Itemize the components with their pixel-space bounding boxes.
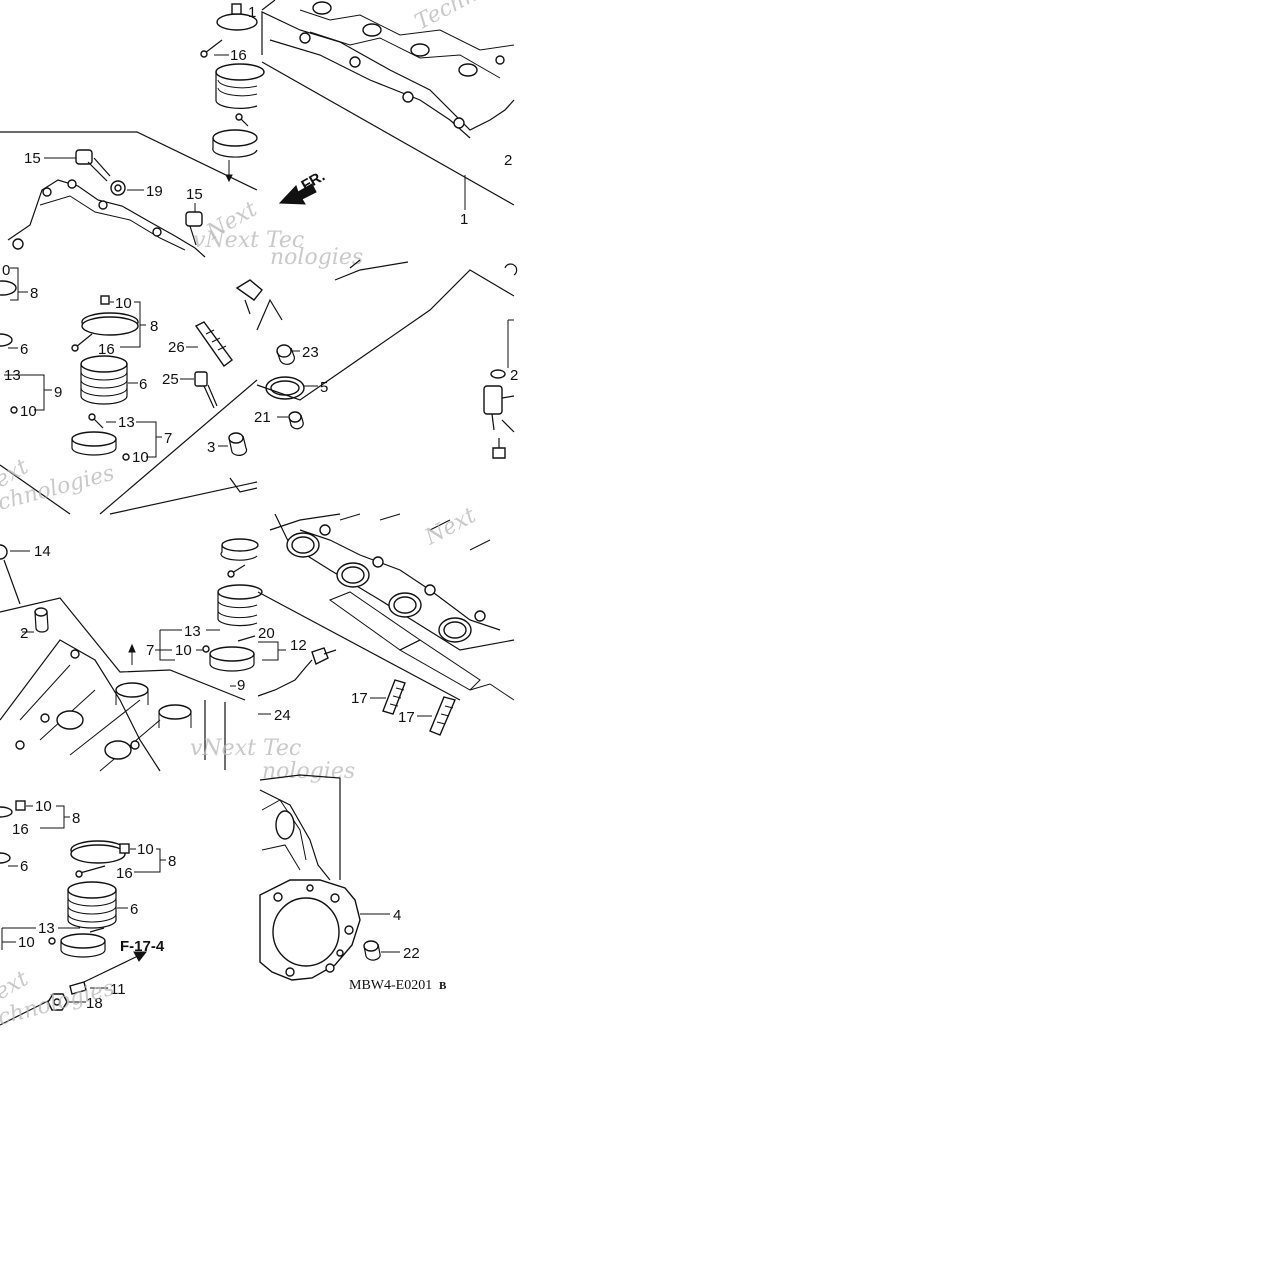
watermark: vNext Tec	[193, 228, 304, 253]
tile-intake-joints-left: nologies 0 8 6 13 9 10 10 8 16 6 13	[0, 245, 363, 516]
callout-19: 19	[146, 183, 163, 200]
callout-6-left: 6	[20, 341, 28, 358]
callout-17-right: 17	[398, 709, 415, 726]
callout-7-center: 7	[164, 430, 172, 447]
tile-intake-joints-lower: 10 8 16 6 10 8 16 6 13 10 F-17	[0, 798, 176, 1031]
callout-20: 20	[258, 625, 275, 642]
callout-26: 26	[168, 339, 185, 356]
callout-8-lower-1: 8	[72, 810, 80, 827]
callout-14: 14	[34, 543, 51, 560]
tile-cylinder-head-ports: Next 17 17	[257, 503, 515, 736]
callout-16-center: 16	[98, 341, 115, 358]
callout-10-center-bottom: 10	[132, 449, 149, 466]
callout-2-dowel: 2	[20, 625, 28, 642]
callout-3: 3	[207, 439, 215, 456]
callout-10-top: 10	[115, 295, 132, 312]
callout-partial-2: 2	[510, 367, 518, 384]
callout-10-lower-left: 10	[20, 403, 37, 420]
callout-15-left: 15	[24, 150, 41, 167]
callout-7-front: 7	[146, 642, 154, 659]
callout-1: 1	[460, 211, 468, 228]
callout-8-center: 8	[150, 318, 158, 335]
callout-10-lower-2: 10	[137, 841, 154, 858]
watermark: Techno	[411, 0, 493, 35]
callout-9: 9	[54, 384, 62, 401]
diagram-reference-suffix: B	[439, 980, 447, 992]
callout-22: 22	[403, 945, 420, 962]
callout-5: 5	[320, 379, 328, 396]
tile-intake-joint-upper-left: 1 16 15 19 15	[0, 3, 304, 258]
callout-21: 21	[254, 409, 271, 426]
callout-9-front: 9	[237, 677, 245, 694]
callout-23: 23	[302, 344, 319, 361]
callout-2: 2	[504, 152, 512, 169]
callout-10-front: 10	[175, 642, 192, 659]
callout-10-lower-1: 10	[35, 798, 52, 815]
callout-25: 25	[162, 371, 179, 388]
diagram-reference-code: MBW4-E0201	[349, 978, 432, 993]
tile-cylinder-head-front: 14 2 13 7 10	[0, 538, 307, 772]
callout-18: 18	[86, 995, 103, 1012]
callout-6-center: 6	[139, 376, 147, 393]
callout-12: 12	[290, 637, 307, 654]
callout-4: 4	[393, 907, 401, 924]
callout-11: 11	[110, 981, 126, 998]
callout-16: 16	[230, 47, 247, 64]
cross-reference-label: F-17-4	[120, 938, 165, 955]
watermark: vNext Tec	[190, 736, 301, 761]
callout-8-left: 8	[30, 285, 38, 302]
callout-16-lower-2: 16	[116, 865, 133, 882]
callout-6-lower-2: 6	[130, 901, 138, 918]
callout-13-front: 13	[184, 623, 201, 640]
tile-cylinder-head-cover: 1 2 FR. Techno	[261, 0, 515, 228]
callout-13-left: 13	[4, 367, 21, 384]
front-direction-arrow-icon	[278, 183, 317, 205]
callout-17-left: 17	[351, 690, 368, 707]
tile-cam-sensor: 23 5 21 2	[109, 259, 518, 515]
watermark: nologies	[270, 245, 363, 270]
callout-15-right: 15	[186, 186, 203, 203]
watermark: Next	[420, 503, 480, 551]
callout-16-lower-1: 16	[12, 821, 29, 838]
callout-10-lower-3: 10	[18, 934, 35, 951]
callout-13-center: 13	[118, 414, 135, 431]
watermark: nologies	[262, 759, 355, 784]
callout-13-lower: 13	[38, 920, 55, 937]
callout-8-lower-2: 8	[168, 853, 176, 870]
callout-6-lower-1: 6	[20, 858, 28, 875]
cross-reference-arrow-icon	[133, 951, 148, 962]
callout-10-partial: 0	[2, 262, 10, 279]
tile-head-gasket: nologies 4 22 MBW4-E0201 B	[259, 759, 447, 993]
callout-1-top: 1	[248, 4, 256, 21]
callout-24: 24	[274, 707, 291, 724]
